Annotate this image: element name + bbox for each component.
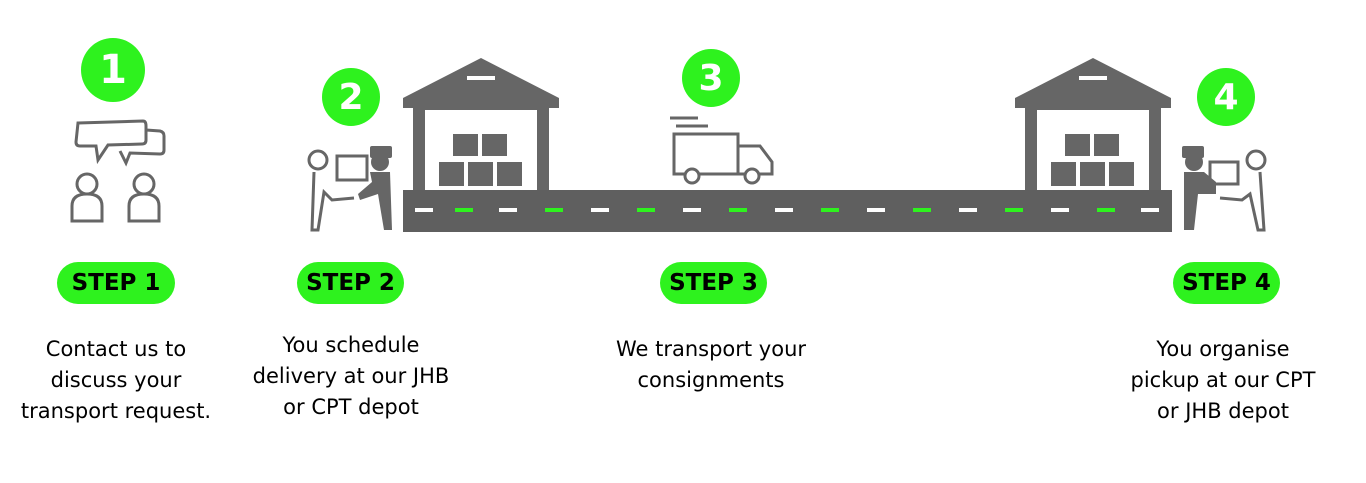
truck-icon <box>670 116 774 185</box>
step-4-description: You organise pickup at our CPT or JHB depo… <box>1112 334 1334 427</box>
step-3-number: 3 <box>682 49 740 107</box>
desc-line: transport request. <box>20 399 212 423</box>
desc-line: discuss your <box>50 368 182 392</box>
step-3-label: STEP 3 <box>660 262 767 304</box>
desc-line: or JHB depot <box>1157 399 1289 423</box>
step-4-label: STEP 4 <box>1173 262 1280 304</box>
desc-line: consignments <box>637 368 785 392</box>
desc-line: pickup at our CPT <box>1130 368 1316 392</box>
warehouse-left-icon <box>403 58 559 190</box>
desc-line: delivery at our JHB <box>252 364 450 388</box>
warehouse-right-icon <box>1015 58 1171 190</box>
chat-people-icon <box>70 119 166 223</box>
desc-line: Contact us to <box>45 337 187 361</box>
step-2-description: You schedule delivery at our JHB or CPT de… <box>240 330 462 423</box>
desc-line: We transport your <box>615 337 807 361</box>
step-2-label: STEP 2 <box>297 262 404 304</box>
step-1-number: 1 <box>81 38 145 102</box>
step-2-number: 2 <box>322 68 380 126</box>
desc-line: or CPT depot <box>283 395 419 419</box>
step-1-label: STEP 1 <box>57 262 175 304</box>
step-3-description: We transport your consignments <box>600 334 822 396</box>
desc-line: You schedule <box>282 333 420 357</box>
desc-line: You organise <box>1156 337 1290 361</box>
package-handover-icon <box>307 146 392 232</box>
package-pickup-icon <box>1182 146 1267 232</box>
step-1-description: Contact us to discuss your transport reque… <box>0 334 232 427</box>
road-dashes <box>415 208 1159 212</box>
step-4-number: 4 <box>1197 68 1255 126</box>
